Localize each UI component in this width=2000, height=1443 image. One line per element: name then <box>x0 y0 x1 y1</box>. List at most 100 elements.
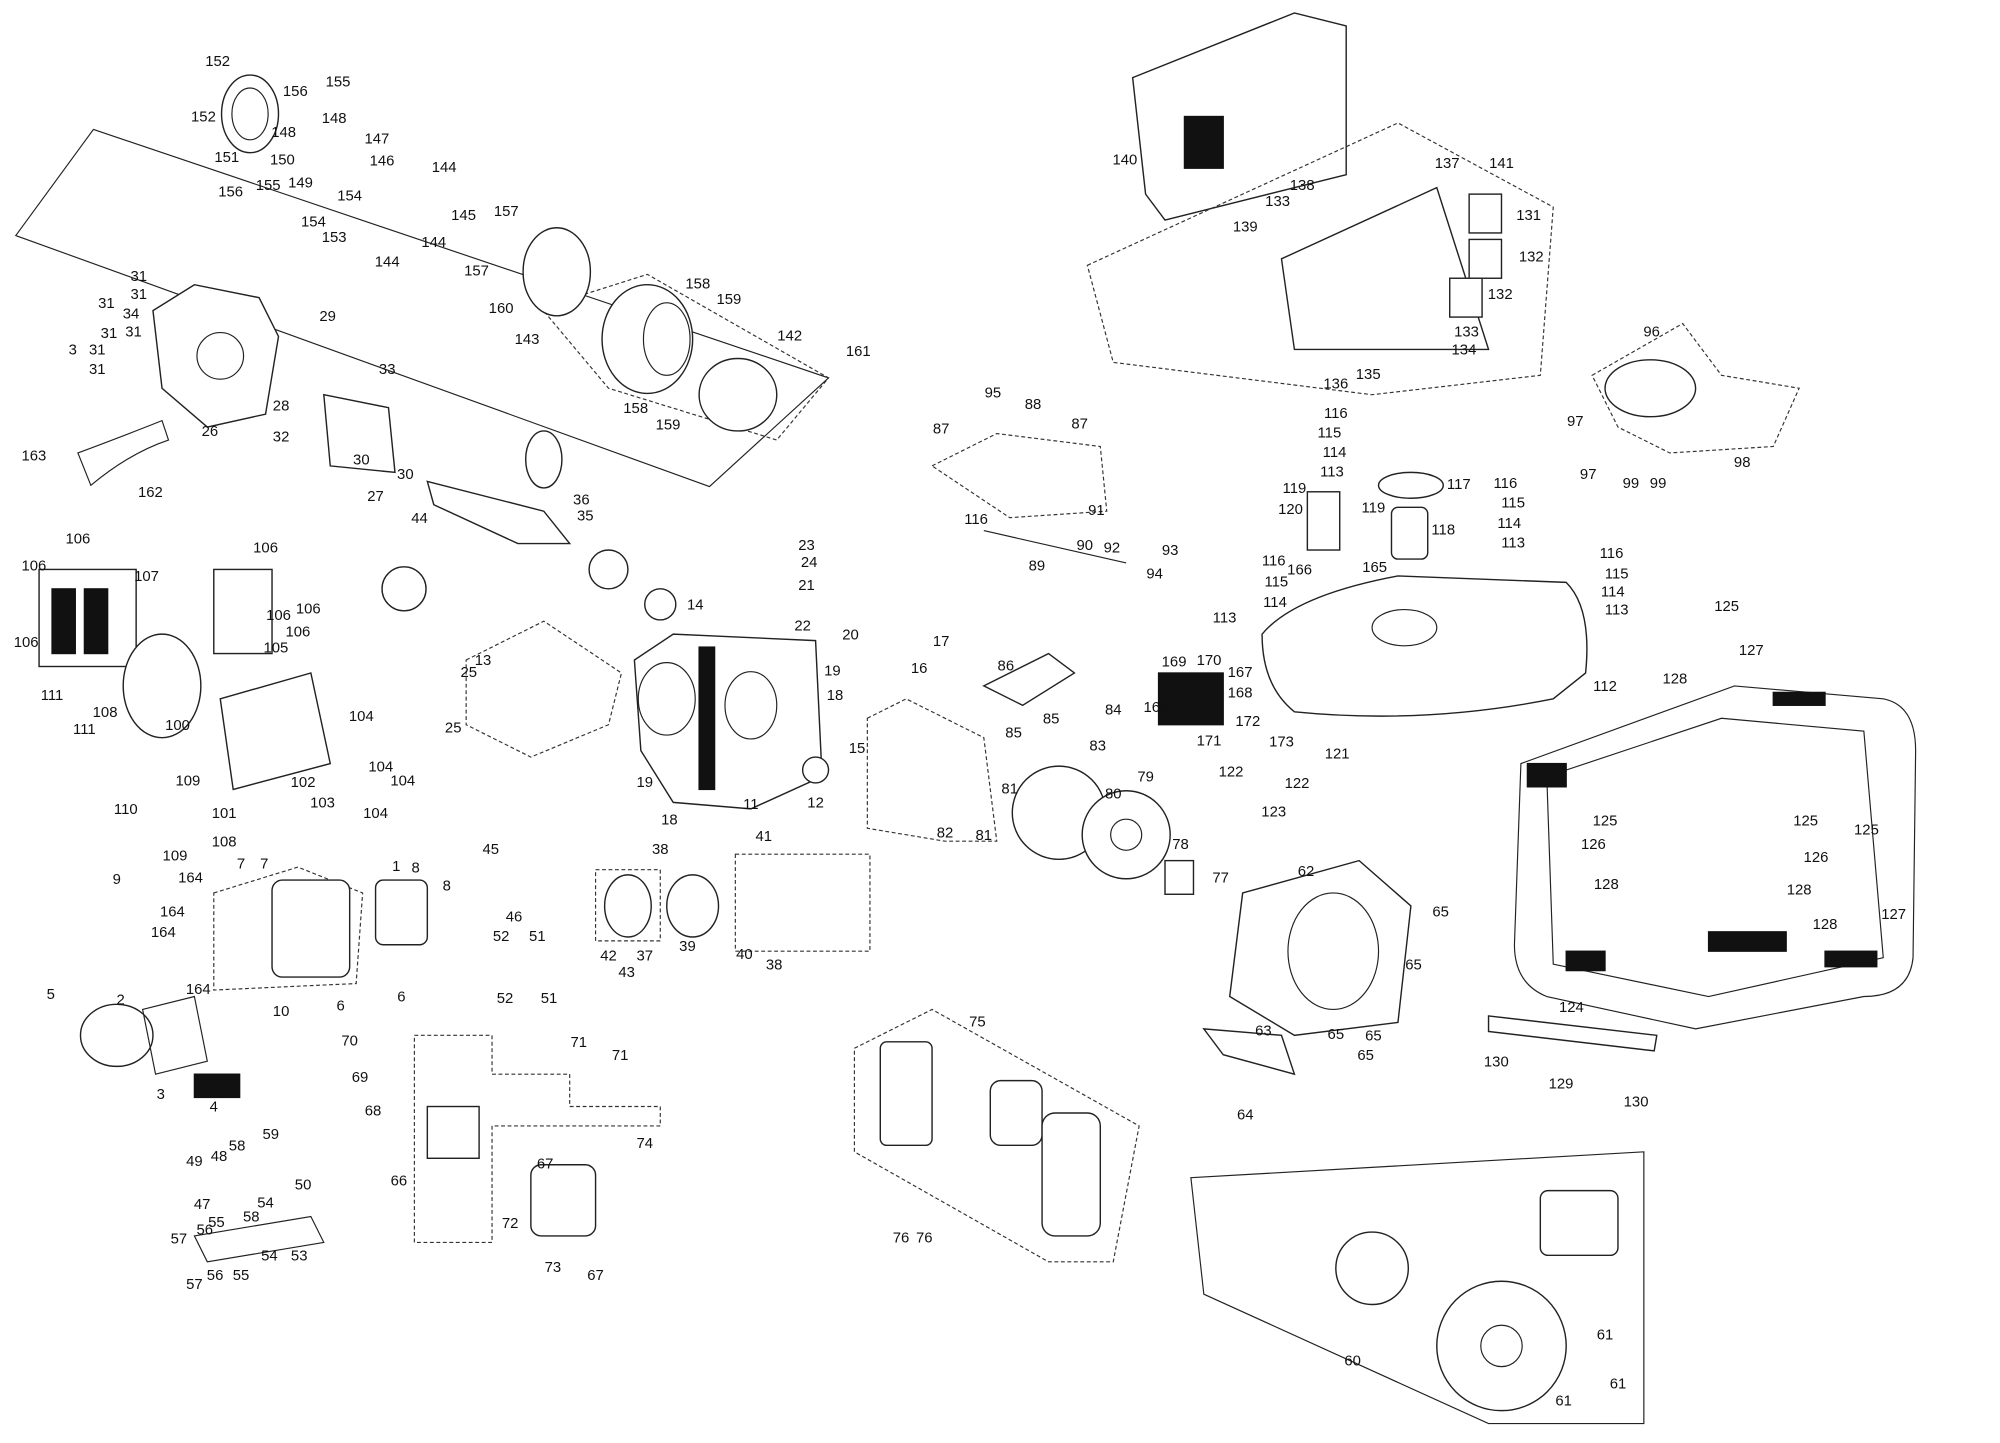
part-number-label: 63 <box>1255 1023 1272 1039</box>
part-number-label: 156 <box>283 84 308 100</box>
part-number-label: 113 <box>1501 535 1525 551</box>
part-number-label: 68 <box>365 1104 382 1120</box>
part-number-label: 125 <box>1714 599 1739 615</box>
fan-hub <box>1110 818 1143 851</box>
part-number-label: 99 <box>1650 476 1667 492</box>
part-number-label: 107 <box>134 569 159 585</box>
part-number-label: 2 <box>116 992 124 1008</box>
part-number-label: 6 <box>336 999 344 1015</box>
part-number-label: 117 <box>1447 477 1471 493</box>
cylinder-head <box>271 879 351 978</box>
part-number-label: 65 <box>1432 904 1449 920</box>
part-number-label: 12 <box>807 796 824 812</box>
part-number-label: 115 <box>1501 495 1525 511</box>
part-number-label: 170 <box>1197 653 1222 669</box>
fuel-cap <box>1377 471 1444 499</box>
part-number-label: 61 <box>1555 1393 1572 1409</box>
part-number-label: 148 <box>322 111 347 127</box>
part-number-label: 148 <box>271 125 296 141</box>
part-number-label: 109 <box>163 849 188 865</box>
part-number-label: 127 <box>1881 907 1906 923</box>
part-number-label: 31 <box>125 324 142 340</box>
part-number-label: 31 <box>101 326 118 342</box>
air-filter-case <box>879 1041 933 1147</box>
part-number-label: 166 <box>1287 563 1312 579</box>
part-number-label: 106 <box>296 601 321 617</box>
part-number-label: 30 <box>353 453 370 469</box>
part-number-label: 125 <box>1854 823 1879 839</box>
piston <box>666 874 720 938</box>
part-number-label: 87 <box>933 422 950 438</box>
part-number-label: 45 <box>482 842 499 858</box>
part-number-label: 88 <box>1025 397 1042 413</box>
part-number-label: 30 <box>397 467 414 483</box>
part-number-label: 129 <box>1549 1076 1574 1092</box>
fuel-tank <box>1261 575 1588 717</box>
part-number-label: 128 <box>1813 917 1838 933</box>
part-number-label: 124 <box>1559 1000 1584 1016</box>
part-number-label: 125 <box>1793 814 1818 830</box>
part-number-label: 34 <box>123 306 140 322</box>
part-number-label: 114 <box>1323 445 1347 461</box>
part-number-label: 85 <box>1043 711 1060 727</box>
part-number-label: 101 <box>212 806 237 822</box>
part-number-label: 87 <box>1071 416 1088 432</box>
frame-pad <box>1526 762 1567 788</box>
part-number-label: 38 <box>652 842 669 858</box>
part-number-label: 52 <box>497 991 514 1007</box>
part-number-label: 142 <box>777 328 802 344</box>
part-number-label: 97 <box>1567 414 1584 430</box>
part-number-label: 25 <box>445 721 462 737</box>
part-number-label: 75 <box>969 1014 986 1030</box>
part-number-label: 46 <box>506 909 523 925</box>
part-number-label: 128 <box>1662 671 1687 687</box>
part-number-label: 8 <box>412 860 420 876</box>
crankcase-bore <box>724 671 778 740</box>
crankcase-cover-bore <box>196 332 245 380</box>
alternator-housing <box>522 227 592 317</box>
end-cover-inner-ring <box>231 87 269 141</box>
counterweight <box>524 430 563 489</box>
part-number-label: 151 <box>214 150 239 166</box>
part-number-label: 22 <box>794 618 811 634</box>
part-number-label: 115 <box>1264 574 1288 590</box>
part-number-label: 48 <box>211 1149 228 1165</box>
part-number-label: 155 <box>256 178 281 194</box>
part-number-label: 69 <box>352 1070 369 1086</box>
outlet-131 <box>1468 193 1503 234</box>
recoil-reel <box>1335 1231 1410 1306</box>
part-number-label: 10 <box>273 1004 290 1020</box>
part-number-label: 104 <box>349 709 374 725</box>
part-number-label: 7 <box>237 856 245 872</box>
heat-shield <box>213 568 273 655</box>
part-number-label: 86 <box>998 658 1015 674</box>
part-number-label: 114 <box>1601 585 1625 601</box>
part-number-label: 147 <box>364 132 389 148</box>
part-number-label: 132 <box>1519 249 1544 265</box>
support-bar <box>1487 1015 1658 1052</box>
part-number-label: 122 <box>1219 765 1244 781</box>
part-number-label: 31 <box>89 362 106 378</box>
connecting-rod-outline <box>734 853 871 952</box>
head-gasket <box>374 879 429 946</box>
part-number-label: 57 <box>186 1277 203 1293</box>
part-number-label: 125 <box>1593 814 1618 830</box>
part-number-label: 115 <box>1605 566 1629 582</box>
part-number-label: 92 <box>1104 541 1121 557</box>
part-number-label: 141 <box>1489 156 1514 172</box>
part-number-label: 108 <box>93 705 118 721</box>
part-number-label: 105 <box>263 640 288 656</box>
part-number-label: 78 <box>1172 837 1189 853</box>
part-number-label: 172 <box>1235 714 1260 730</box>
part-number-label: 118 <box>1431 522 1455 538</box>
part-number-label: 154 <box>301 214 326 230</box>
part-number-label: 119 <box>1362 500 1386 516</box>
part-number-label: 14 <box>687 598 704 614</box>
part-number-label: 116 <box>1262 554 1286 570</box>
end-cover <box>220 74 280 154</box>
ignition-coil-outline <box>866 698 998 842</box>
part-number-label: 90 <box>1076 538 1093 554</box>
part-number-label: 28 <box>273 398 290 414</box>
main-frame <box>1513 685 1917 1030</box>
part-number-label: 128 <box>1594 877 1619 893</box>
